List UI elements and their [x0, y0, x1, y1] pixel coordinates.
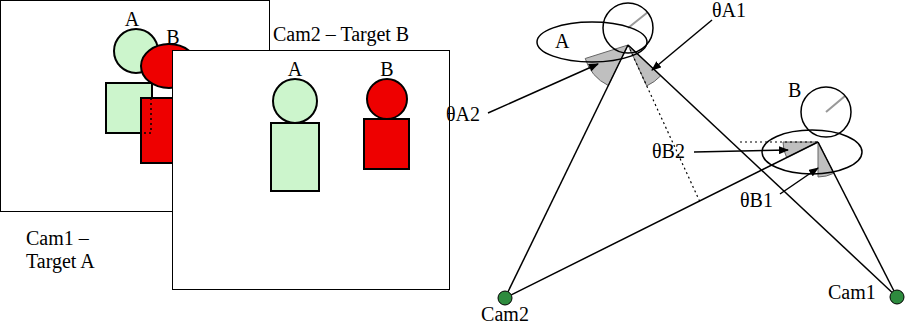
node-label: B	[143, 27, 203, 47]
node-label: B	[361, 59, 413, 79]
angle-label: θA2	[446, 104, 480, 124]
sight-line	[508, 45, 628, 292]
angle-label: θA1	[712, 0, 746, 20]
node-label: Cam1 – Target A	[26, 227, 116, 273]
node-label: Cam1	[828, 282, 876, 302]
node-shape	[267, 61, 323, 193]
camera-view: Cam2 – Target BAB	[172, 50, 450, 290]
node-label: B	[788, 80, 804, 100]
node-label: A	[267, 59, 323, 79]
node-label: Cam2	[480, 304, 530, 324]
leader-arrow	[488, 64, 598, 113]
leader-arrow	[652, 20, 712, 70]
node-shape	[535, 0, 665, 70]
camera-dot: Cam1	[828, 270, 908, 306]
leader-arrow	[780, 168, 818, 194]
radius-line	[826, 96, 845, 112]
dotted-guide	[740, 141, 818, 142]
node-label: Cam2 – Target B	[273, 24, 443, 44]
sight-line	[818, 142, 894, 291]
angle-wedge	[585, 45, 628, 86]
radius-line	[628, 12, 648, 28]
node-label: A	[555, 31, 571, 51]
angle-label: θB1	[740, 190, 773, 210]
node-shape	[760, 80, 870, 180]
dotted-guide	[628, 45, 700, 202]
target-model: A	[535, 0, 665, 70]
angle-label: θB2	[652, 141, 685, 161]
node-label: A	[104, 9, 160, 29]
sight-line	[628, 45, 892, 292]
camera-dot: Cam2	[480, 290, 530, 326]
target-figure: B	[361, 61, 413, 173]
target-model: B	[760, 80, 870, 180]
angle-wedge	[628, 45, 661, 86]
target-figure: A	[267, 61, 323, 193]
